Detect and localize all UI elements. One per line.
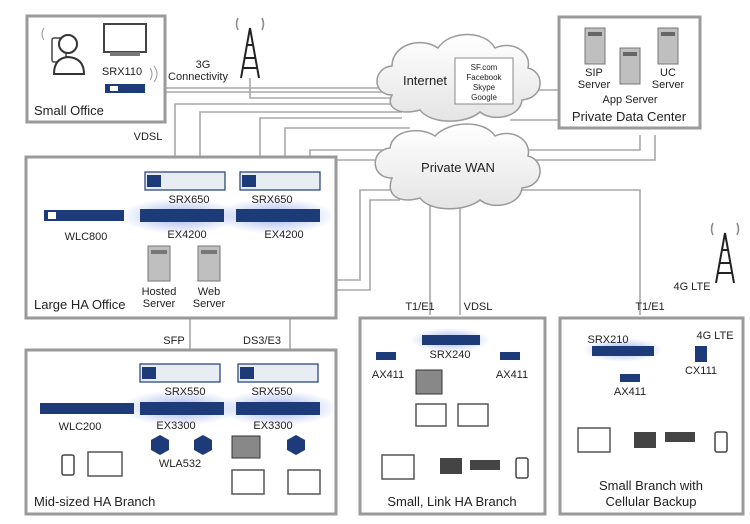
link-sfp: SFP [163,335,184,347]
label-app-server: App Server [602,94,657,106]
data-center-devices [584,27,679,85]
label-sip-2: Server [578,79,611,91]
label-cx111: CX111 [685,365,717,377]
3g-tower-icon [235,17,265,79]
link-4g-tower: 4G LTE [673,281,710,293]
midsized-branch-devices [40,363,338,495]
cellular-branch-devices [577,338,728,453]
service-facebook: Facebook [466,73,502,82]
link-3g-line1: 3G [196,59,211,71]
private-wan-cloud [374,123,541,210]
link-ds3: DS3/E3 [243,335,281,347]
link-vdsl-office: VDSL [134,131,163,143]
link-t1-branch: T1/E1 [405,301,434,313]
link-branch-title: Small, Link HA Branch [387,494,516,509]
cellular-branch-title-1: Small Branch with [599,478,703,493]
label-sip-1: SIP [585,67,603,79]
label-srx110: SRX110 [102,66,142,78]
label-srx650-b: SRX650 [252,194,293,206]
label-ex3300-a: EX3300 [156,420,195,432]
link-vdsl-branch: VDSL [464,301,493,313]
midsized-branch-title: Mid-sized HA Branch [34,494,155,509]
private-wan-label: Private WAN [421,160,495,175]
link-3g-line2: Connectivity [168,71,228,83]
service-google: Google [471,93,497,102]
internet-label: Internet [403,73,447,88]
label-srx210: SRX210 [588,334,629,346]
label-uc-1: UC [660,67,676,79]
label-hosted-1: Hosted [142,286,177,298]
internet-cloud [376,33,541,122]
service-sf: SF.com [471,63,498,72]
label-web-2: Server [193,298,226,310]
link-branch-devices [376,328,529,480]
label-srx650-a: SRX650 [169,194,210,206]
small-office-devices [41,23,158,93]
label-srx240: SRX240 [430,349,471,361]
label-ex3300-b: EX3300 [253,420,292,432]
small-office-title: Small Office [34,103,104,118]
label-wlc200: WLC200 [59,421,102,433]
label-ax411-a: AX411 [372,369,404,381]
label-ex4200-b: EX4200 [264,229,303,241]
label-wla532: WLA532 [159,458,201,470]
service-skype: Skype [473,83,496,92]
label-4g-lte-modem: 4G LTE [696,330,733,342]
label-srx550-a: SRX550 [165,386,206,398]
label-ex4200-a: EX4200 [167,229,206,241]
large-office-title: Large HA Office [34,297,126,312]
cellular-branch-title-2: Cellular Backup [605,494,696,509]
label-hosted-2: Server [143,298,176,310]
label-web-1: Web [198,286,220,298]
lte-tower-icon [710,222,740,284]
large-office-devices [44,171,335,282]
label-ax411-b: AX411 [496,369,528,381]
label-wlc800: WLC800 [65,231,108,243]
label-ax411-c: AX411 [614,386,646,398]
label-uc-2: Server [652,79,685,91]
data-center-title: Private Data Center [572,109,687,124]
label-srx550-b: SRX550 [252,386,293,398]
link-t1-cell: T1/E1 [635,301,664,313]
